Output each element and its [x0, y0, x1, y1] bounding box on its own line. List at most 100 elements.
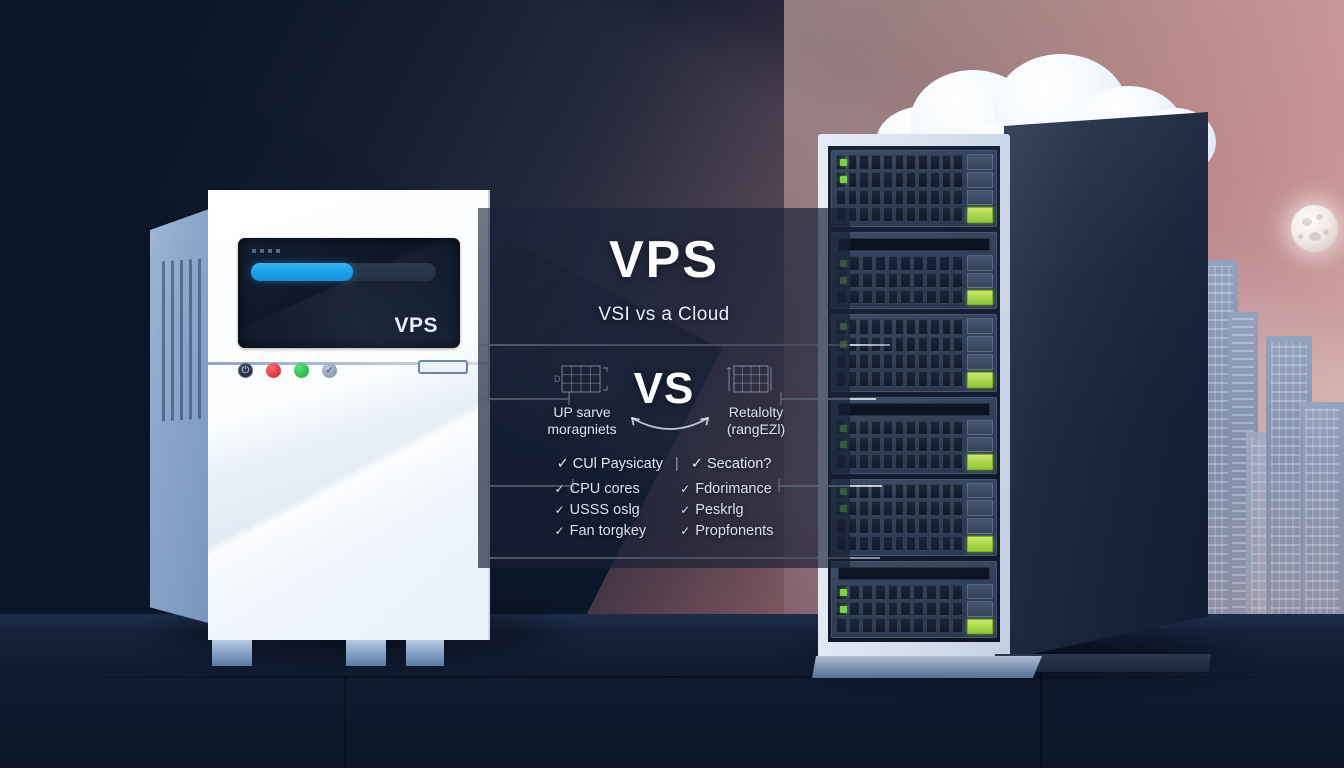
- rack-unit-controls[interactable]: [967, 419, 993, 470]
- rack-control-chip: [967, 336, 993, 352]
- drive-bay: [894, 206, 905, 223]
- server-display-screen[interactable]: VPS: [238, 238, 460, 348]
- drive-bay: [913, 289, 925, 305]
- drive-bay: [882, 535, 893, 551]
- drive-bay: [918, 535, 928, 551]
- drive-bay: [836, 172, 847, 188]
- drive-bay: [871, 353, 881, 370]
- drive-bay: [952, 618, 963, 634]
- drive-bay: [953, 437, 963, 452]
- status-led-green-icon: [294, 362, 309, 378]
- server-grid-icon-right: [722, 362, 778, 400]
- drive-bay: [941, 353, 952, 370]
- rack-unit-controls[interactable]: [967, 482, 993, 552]
- drive-bay: [918, 500, 928, 517]
- drive-bay: [906, 500, 917, 517]
- versus-caption-left-line2: moragniets: [547, 421, 617, 437]
- drive-bay: [913, 272, 925, 288]
- drive-bay: [929, 336, 940, 352]
- rack-unit-controls[interactable]: [967, 255, 993, 306]
- drive-bay: [953, 336, 963, 352]
- check-icon: ✓: [554, 482, 565, 496]
- rack-unit[interactable]: [831, 396, 997, 474]
- drive-bay: [929, 155, 940, 171]
- drive-bay: [906, 483, 917, 499]
- drive-bay: [952, 601, 963, 617]
- check-icon: ✓: [680, 524, 691, 538]
- drive-bay: [871, 518, 881, 534]
- drive-bay: [939, 601, 951, 617]
- drive-bay-grid: [835, 420, 964, 470]
- rack-unit-controls[interactable]: [967, 318, 993, 388]
- check-icon: ✓: [680, 482, 691, 496]
- drive-bay: [859, 155, 870, 171]
- drive-bay: [836, 618, 847, 634]
- drive-bay: [859, 483, 870, 499]
- drive-bay: [941, 189, 952, 205]
- rack-control-chip: [967, 154, 993, 170]
- drive-bay: [882, 189, 893, 205]
- drive-bay: [859, 535, 870, 551]
- drive-bay: [918, 336, 928, 352]
- drive-bay: [929, 189, 940, 205]
- feature-checklist: ✓ CUl Paysicaty | ✓ Secation? ✓CPU cores…: [478, 456, 850, 539]
- drive-bay-grid: [835, 154, 964, 223]
- drive-slot-icon[interactable]: [418, 360, 468, 374]
- checklist-item: ✓Fdorimance: [680, 481, 772, 497]
- rack-unit[interactable]: [831, 232, 997, 310]
- rack-unit[interactable]: [831, 150, 997, 228]
- page-title: VPS: [608, 231, 720, 289]
- drive-bay: [871, 172, 881, 188]
- drive-bay: [929, 518, 940, 534]
- left-server-tower[interactable]: VPS: [150, 190, 490, 666]
- versus-row: D VS UP sarve moragni: [478, 358, 850, 448]
- drive-bay: [894, 420, 905, 436]
- checklist-item: ✓CPU cores: [554, 481, 640, 497]
- right-server-rack[interactable]: [812, 112, 1211, 678]
- drive-bay: [887, 584, 899, 600]
- checklist-columns: ✓CPU cores✓USSS oslg✓Fan torgkey ✓Fdorim…: [478, 481, 850, 539]
- server-grid-icon-left: D: [554, 362, 610, 400]
- page-subtitle: VSI vs a Cloud: [598, 304, 730, 325]
- connector-line-top-right: [850, 344, 890, 346]
- drive-bay: [900, 601, 912, 617]
- drive-bay: [918, 319, 928, 335]
- drive-bay: [887, 618, 899, 634]
- checklist-column-right: ✓Fdorimance✓Peskrlg✓Propfonents: [680, 481, 773, 539]
- versus-caption-right-line1: Retalolty: [728, 404, 784, 420]
- drive-bay: [952, 584, 963, 600]
- rack-status-led-icon: [967, 207, 993, 224]
- drive-bay: [929, 500, 940, 517]
- server-control-row[interactable]: [238, 358, 478, 382]
- drive-bay: [874, 272, 886, 288]
- drive-bay: [882, 453, 893, 469]
- drive-bay: [900, 584, 912, 600]
- rack-base: [812, 656, 1042, 678]
- drive-bay: [871, 535, 881, 551]
- drive-bay: [882, 155, 893, 171]
- drive-bay: [882, 437, 893, 452]
- rack-unit[interactable]: [831, 478, 997, 556]
- rack-unit[interactable]: [831, 314, 997, 392]
- rack-unit[interactable]: [831, 560, 997, 639]
- drive-bay: [918, 518, 928, 534]
- drive-bay: [941, 437, 952, 452]
- rack-unit-controls[interactable]: [967, 154, 993, 224]
- drive-bay: [952, 272, 963, 288]
- drive-bay: [929, 319, 940, 335]
- rack-unit-stack[interactable]: [828, 146, 1000, 642]
- drive-bay: [861, 601, 873, 617]
- drive-bay: [953, 155, 963, 171]
- drive-bay: [847, 155, 858, 171]
- power-button-icon[interactable]: [238, 362, 253, 378]
- drive-bay: [918, 453, 928, 469]
- bay-led-icon: [840, 176, 847, 184]
- rack-unit-controls[interactable]: [967, 583, 993, 635]
- drive-bay: [906, 319, 917, 335]
- drive-bay-grid: [835, 255, 964, 305]
- drive-bay: [847, 189, 858, 205]
- drive-bay: [953, 172, 963, 188]
- drive-bay: [894, 483, 905, 499]
- rack-unit-body: [835, 583, 993, 635]
- drive-bay: [894, 518, 905, 534]
